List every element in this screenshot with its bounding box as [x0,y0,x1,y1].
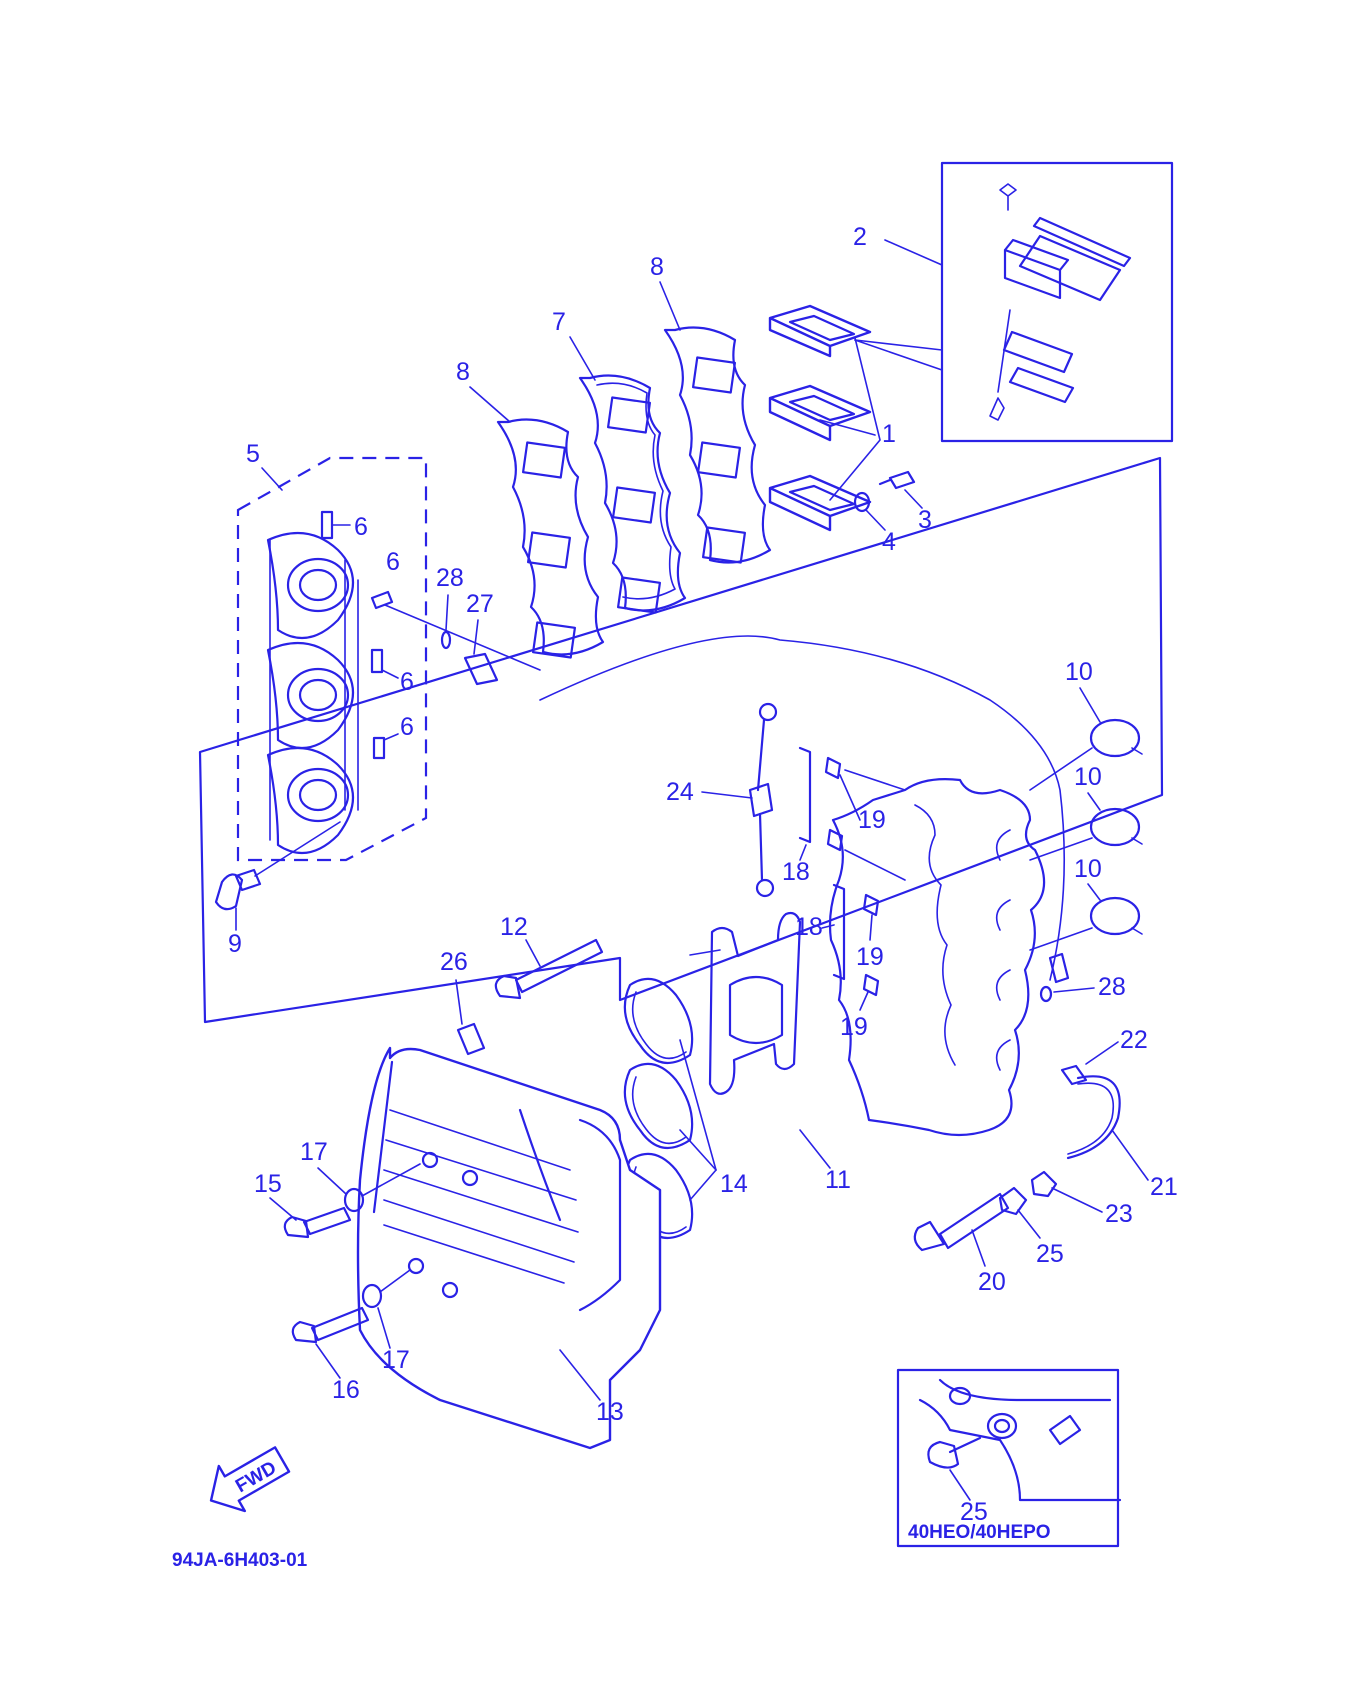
model-variant-inset [896,1368,1122,1548]
reed-valve-detail-inset [940,161,1174,443]
o-ring-10c [1089,896,1141,936]
callout-27: 27 [466,590,494,618]
link-rod-24 [748,702,778,898]
o-ring-10b [1089,807,1141,847]
callout-23: 23 [1105,1200,1133,1228]
callout-3: 3 [918,506,932,534]
callout-25b: 25 [960,1498,988,1526]
callout-14: 14 [720,1170,748,1198]
callout-6c: 6 [400,668,414,696]
callout-10c: 10 [1074,855,1102,883]
callout-6b: 6 [386,548,400,576]
callout-8b: 8 [456,358,470,386]
callout-6d: 6 [400,713,414,741]
callout-25a: 25 [1036,1240,1064,1268]
callout-10b: 10 [1074,763,1102,791]
callout-15: 15 [254,1170,282,1198]
callout-22: 22 [1120,1026,1148,1054]
callout-19c: 19 [840,1013,868,1041]
assembly-frame-outline [198,456,1164,1024]
reed-valve-assembly [768,304,872,532]
callout-17b: 17 [382,1346,410,1374]
callout-7: 7 [552,308,566,336]
link-rod-18b [832,883,846,981]
gasket-8-right [663,326,772,564]
callout-13: 13 [596,1398,624,1426]
callout-20: 20 [978,1268,1006,1296]
o-ring-10a [1089,718,1141,758]
seal-14a [623,977,694,1065]
callout-5: 5 [246,440,260,468]
drawing-id: 94JA-6H403-01 [172,1550,308,1571]
intake-plate-7 [578,374,687,614]
callout-11: 11 [825,1166,851,1194]
crankcase-block [828,778,1046,1137]
callout-21: 21 [1150,1173,1178,1201]
callout-8a: 8 [650,253,664,281]
silencer-cover-13 [356,1046,662,1450]
link-rod-18a [798,746,812,844]
callout-26: 26 [440,948,468,976]
gasket-8-left [496,418,605,659]
inset-caption: 40HEO/40HEPO [908,1522,1051,1543]
callout-6a: 6 [354,513,368,541]
callout-17a: 17 [300,1138,328,1166]
callout-28b: 28 [1098,973,1126,1001]
hose-21 [1066,1075,1121,1160]
callout-24: 24 [666,778,694,806]
callout-19a: 19 [858,806,886,834]
callout-2: 2 [853,223,867,251]
forward-direction-arrow: FWD [209,1446,291,1513]
callout-16: 16 [332,1376,360,1404]
callout-1: 1 [882,420,896,448]
callout-28a: 28 [436,564,464,592]
callout-19b: 19 [856,943,884,971]
callout-10a: 10 [1065,658,1093,686]
callout-9: 9 [228,930,242,958]
callout-12: 12 [500,913,528,941]
callout-18a: 18 [782,858,810,886]
gasket-11 [708,911,802,1095]
